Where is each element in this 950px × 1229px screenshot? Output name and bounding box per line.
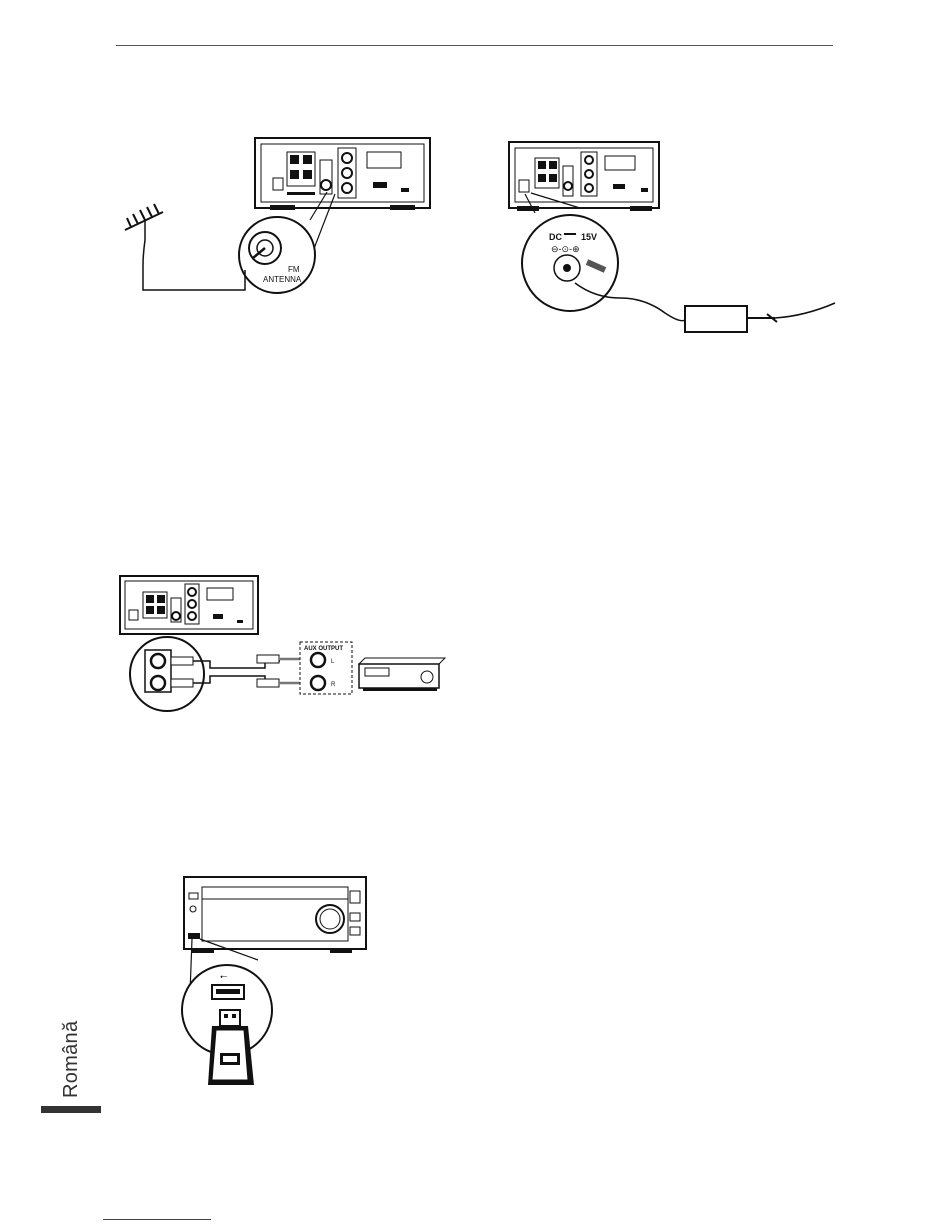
svg-text:⊖-⊙-⊕: ⊖-⊙-⊕ [551,244,580,254]
aux-input-diagram: AUX OUTPUT L R [115,572,475,712]
usb-diagram: ⭠ [180,875,370,1100]
footer-rule [103,1219,211,1220]
aux-jack-r-icon [151,676,165,690]
usb-port-icon [188,933,200,939]
language-label: Română [60,1021,83,1098]
figure-fm-antenna: FM ANTENNA [105,130,435,300]
antenna-icon [125,204,245,290]
fm-antenna-diagram: FM ANTENNA [105,130,435,300]
rear-panel-unit [255,138,430,210]
external-device-icon [359,658,445,691]
front-panel-unit [184,877,366,953]
power-adapter-icon [685,306,747,332]
figure-usb: ⭠ [180,875,370,1100]
figure-dc-power: DC 15V ⊖-⊙-⊕ [505,138,845,348]
rear-panel-unit [120,576,258,634]
antenna-label: ANTENNA [263,275,302,284]
language-tab-bar [41,1106,101,1113]
dc-power-diagram: DC 15V ⊖-⊙-⊕ [505,138,845,348]
aux-output-label: AUX OUTPUT [304,646,343,652]
header-rule [116,45,833,46]
figure-aux-input: AUX OUTPUT L R [115,572,475,712]
dc-label: DC [549,232,562,242]
aux-r-label: R [331,682,336,688]
svg-text:⭠: ⭠ [220,971,227,981]
voltage-label: 15V [581,232,597,242]
rear-panel-unit [509,142,659,211]
aux-l-label: L [331,659,335,665]
aux-jack-l-icon [151,654,165,668]
fm-label: FM [288,265,300,274]
